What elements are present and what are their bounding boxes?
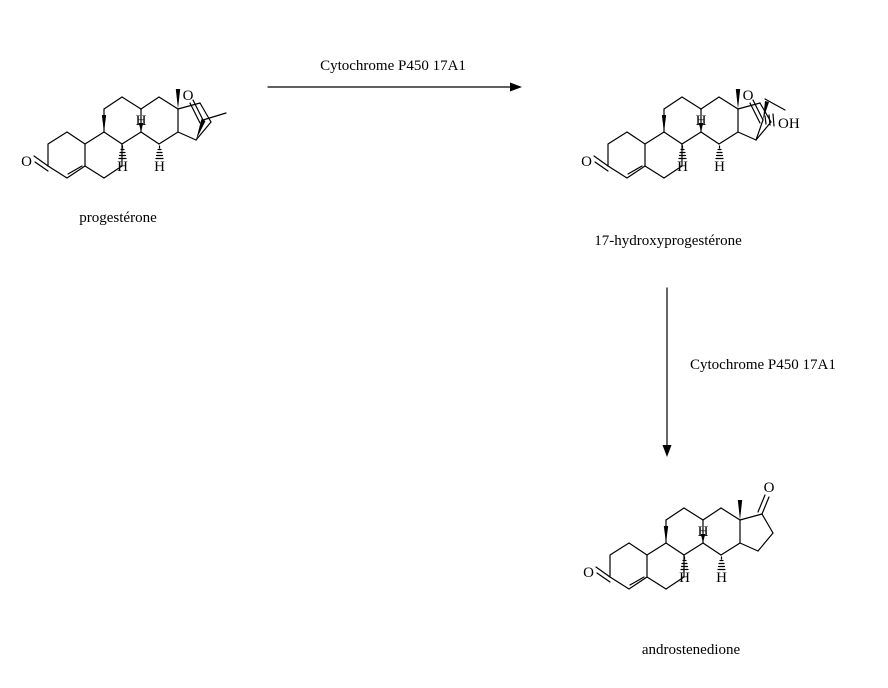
h-label: H: [677, 159, 688, 175]
bond: [761, 496, 770, 515]
hash-bond: [772, 113, 775, 127]
wedge-bond: [763, 101, 769, 120]
hydroxyl-label: OH: [778, 116, 800, 132]
oxo-label: O: [583, 565, 594, 581]
molecule-hydroxyprogesterone: O O OH H H H: [581, 88, 800, 179]
compound-name-hydroxyprogesterone: 17-hydroxyprogestérone: [594, 233, 742, 249]
oxo-label: O: [21, 154, 32, 170]
h-label: H: [154, 159, 165, 175]
ketone-label: O: [764, 480, 775, 496]
reaction-arrow-2: [662, 287, 672, 457]
molecule-androstenedione: O O H H H: [583, 480, 775, 590]
bond: [189, 102, 201, 124]
bond: [755, 119, 764, 141]
enzyme-label-2: Cytochrome P450 17A1: [690, 357, 836, 373]
bond: [752, 99, 764, 121]
compound-name-progesterone: progestérone: [79, 210, 157, 226]
ketone-label: O: [743, 88, 754, 104]
h-label: H: [696, 113, 707, 129]
bond: [764, 98, 786, 111]
h-label: H: [679, 570, 690, 586]
h-label: H: [716, 570, 727, 586]
enzyme-label-1: Cytochrome P450 17A1: [320, 58, 466, 74]
hash-bond: [768, 114, 771, 126]
molecule-progesterone: O O H H H: [21, 88, 227, 179]
bond: [192, 99, 204, 121]
h-label: H: [698, 524, 709, 540]
bond: [757, 494, 766, 513]
h-label: H: [714, 159, 725, 175]
bond: [749, 102, 761, 124]
reaction-arrow-1: [267, 82, 522, 92]
h-label: H: [136, 113, 147, 129]
ketone-label: O: [183, 88, 194, 104]
compound-name-androstenedione: androstenedione: [642, 642, 741, 658]
bond: [202, 112, 227, 121]
hash-bond: [764, 115, 767, 125]
oxo-label: O: [581, 154, 592, 170]
wedge-bond: [196, 119, 206, 140]
h-label: H: [117, 159, 128, 175]
